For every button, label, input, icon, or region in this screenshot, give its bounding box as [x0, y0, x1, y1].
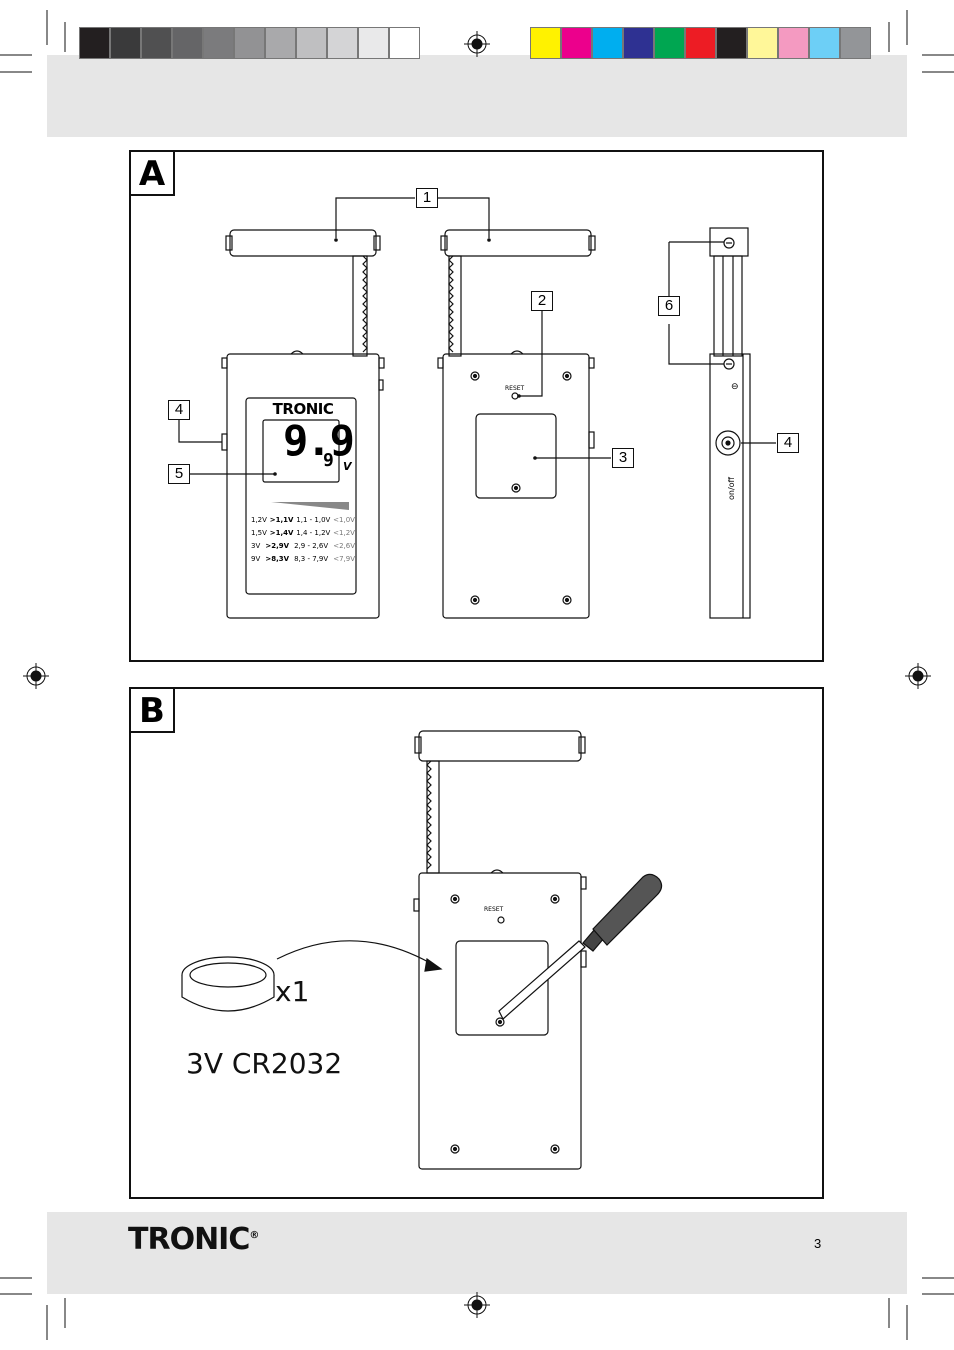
- figure-a-drawing: [178, 197, 776, 619]
- color-swatch: [623, 27, 654, 59]
- color-swatch: [685, 27, 716, 59]
- header-band: [47, 55, 907, 137]
- screwdriver-icon: [498, 873, 663, 1020]
- gray-swatch: [358, 27, 389, 59]
- reset-label-b: RESET: [484, 906, 504, 913]
- reset-label: RESET: [505, 385, 525, 392]
- color-bar: [530, 27, 871, 59]
- leader-lines: [178, 197, 776, 475]
- on-off-label: on/off: [727, 476, 736, 500]
- voltage-table-cell: <1,2V: [333, 529, 355, 537]
- gray-swatch: [172, 27, 203, 59]
- battery-quantity: x1: [275, 975, 310, 1008]
- figure-b-label: B: [129, 687, 175, 733]
- voltage-table-cell: <7,9V: [333, 555, 355, 563]
- voltage-table-cell: 8,3 - 7,9V: [294, 555, 329, 563]
- device-brand-label: TRONIC: [272, 400, 334, 418]
- callout-3: 3: [612, 448, 634, 468]
- voltage-table-cell: 2,9 - 2,6V: [294, 542, 329, 550]
- callout-5: 5: [168, 464, 190, 484]
- voltage-table-cell: 3V: [251, 542, 261, 550]
- gray-swatch: [265, 27, 296, 59]
- lcd-unit: V: [343, 460, 352, 473]
- registration-mark-bottom: [464, 1292, 490, 1318]
- voltage-table-cell: >1,4V: [269, 529, 294, 537]
- voltage-table-row: 9V >8,3V 8,3 - 7,9V <7,9V: [251, 553, 355, 566]
- color-swatch: [840, 27, 871, 59]
- device-back: [437, 229, 596, 619]
- voltage-table-cell: >8,3V: [265, 555, 290, 563]
- battery-type: 3V CR2032: [186, 1047, 343, 1080]
- color-swatch: [592, 27, 623, 59]
- voltage-table-cell: 1,1 - 1,0V: [296, 516, 331, 524]
- color-swatch: [530, 27, 561, 59]
- figure-b-drawing: [181, 730, 663, 1170]
- gray-swatch: [110, 27, 141, 59]
- voltage-table-cell: 1,2V: [251, 516, 267, 524]
- voltage-table-cell: 1,5V: [251, 529, 267, 537]
- color-swatch: [747, 27, 778, 59]
- insert-arrow: [276, 940, 438, 968]
- callout-4-side: 4: [777, 433, 799, 453]
- coin-battery-icon: [181, 956, 275, 1012]
- registration-mark-left: [23, 663, 49, 689]
- color-swatch: [809, 27, 840, 59]
- color-swatch: [716, 27, 747, 59]
- footer-band: [47, 1212, 907, 1294]
- gray-swatch: [141, 27, 172, 59]
- lcd-reading-sub: 9: [323, 450, 334, 471]
- gray-swatch: [389, 27, 420, 59]
- callout-2: 2: [531, 291, 553, 311]
- gray-swatch: [203, 27, 234, 59]
- gray-swatch: [296, 27, 327, 59]
- voltage-table-cell: 1,4 - 1,2V: [296, 529, 331, 537]
- gray-swatch: [79, 27, 110, 59]
- gray-swatch: [234, 27, 265, 59]
- voltage-table-cell: 9V: [251, 555, 261, 563]
- device-side: [709, 227, 751, 619]
- minus-symbol: ⊖: [731, 382, 739, 392]
- voltage-table-row: 3V >2,9V 2,9 - 2,6V <2,6V: [251, 540, 355, 553]
- voltage-table-cell: >2,9V: [265, 542, 290, 550]
- callout-1: 1: [416, 188, 438, 208]
- gray-swatch: [327, 27, 358, 59]
- lcd-reading: 9.9: [283, 416, 355, 465]
- voltage-table-cell: <2,6V: [333, 542, 355, 550]
- page-number: 3: [814, 1236, 822, 1251]
- figure-a-label: A: [129, 150, 175, 196]
- figure-b-panel: B RESET x1 3V CR2032: [129, 687, 824, 1199]
- footer-brand-logo: TRONIC®: [128, 1222, 259, 1257]
- color-swatch: [778, 27, 809, 59]
- device-front: [221, 229, 385, 619]
- color-swatch: [654, 27, 685, 59]
- registration-mark-top: [464, 31, 490, 57]
- voltage-table-cell: <1,0V: [333, 516, 355, 524]
- device-back-open: [413, 730, 587, 1170]
- grayscale-bar: [79, 27, 420, 59]
- voltage-table-cell: >1,1V: [269, 516, 294, 524]
- color-swatch: [561, 27, 592, 59]
- callout-6: 6: [658, 296, 680, 316]
- registration-mark-right: [905, 663, 931, 689]
- callout-4-front: 4: [168, 400, 190, 420]
